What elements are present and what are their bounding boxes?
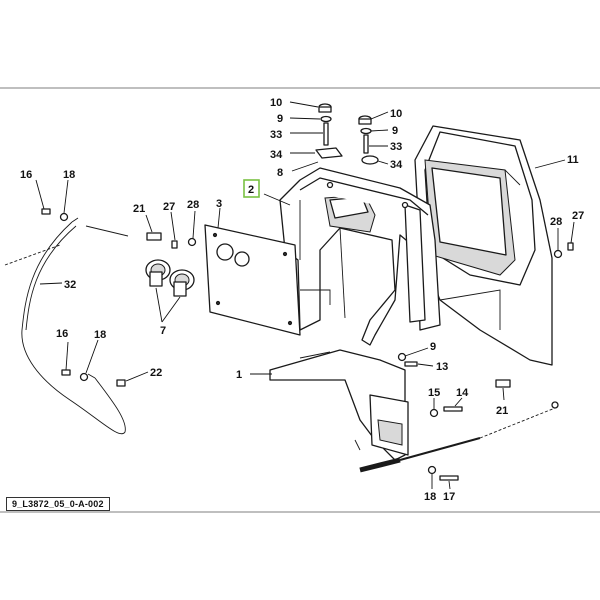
callout-18: 18 [63,169,75,181]
callout-9: 9 [392,125,398,137]
callout-16: 16 [56,328,68,340]
callout-16: 16 [20,169,32,181]
callout-34: 34 [270,149,283,161]
callout-7: 7 [160,325,166,337]
callout-9: 9 [430,341,436,353]
callout-3: 3 [216,198,222,210]
rear-cover-panel [414,125,553,366]
gauge-plate [204,224,301,336]
callout-2: 2 [248,184,254,196]
callout-8: 8 [277,167,283,179]
callout-18: 18 [94,329,106,341]
callout-33: 33 [270,129,282,141]
callout-14: 14 [456,387,469,399]
callout-18: 18 [424,491,436,503]
callout-11: 11 [567,154,579,166]
callout-10: 10 [390,108,402,120]
hardware-items [41,103,574,481]
callout-9: 9 [277,113,283,125]
callout-21: 21 [496,405,508,417]
callout-21: 21 [133,203,145,215]
callout-32: 32 [64,279,76,291]
callout-27: 27 [572,210,584,222]
support-frame [279,167,441,346]
callout-27: 27 [163,201,175,213]
callout-10: 10 [270,97,282,109]
callout-17: 17 [443,491,455,503]
leader-lines [35,101,575,490]
callout-22: 22 [150,367,162,379]
control-cable [4,217,129,435]
callout-13: 13 [436,361,448,373]
gauge-pair [145,259,195,297]
callout-28: 28 [550,216,562,228]
selected-callout-highlight [243,179,260,198]
callout-34: 34 [390,159,403,171]
callout-labels: 10 9 33 34 8 10 9 33 34 11 2 3 28 27 21 … [20,97,584,503]
callout-1: 1 [236,369,242,381]
callout-28: 28 [187,199,199,211]
gas-strut [359,401,559,473]
lever-bracket [269,349,409,461]
callout-33: 33 [390,141,402,153]
drawing-reference-code: 9_L3872_05_0-A-002 [6,497,110,511]
callout-15: 15 [428,387,440,399]
